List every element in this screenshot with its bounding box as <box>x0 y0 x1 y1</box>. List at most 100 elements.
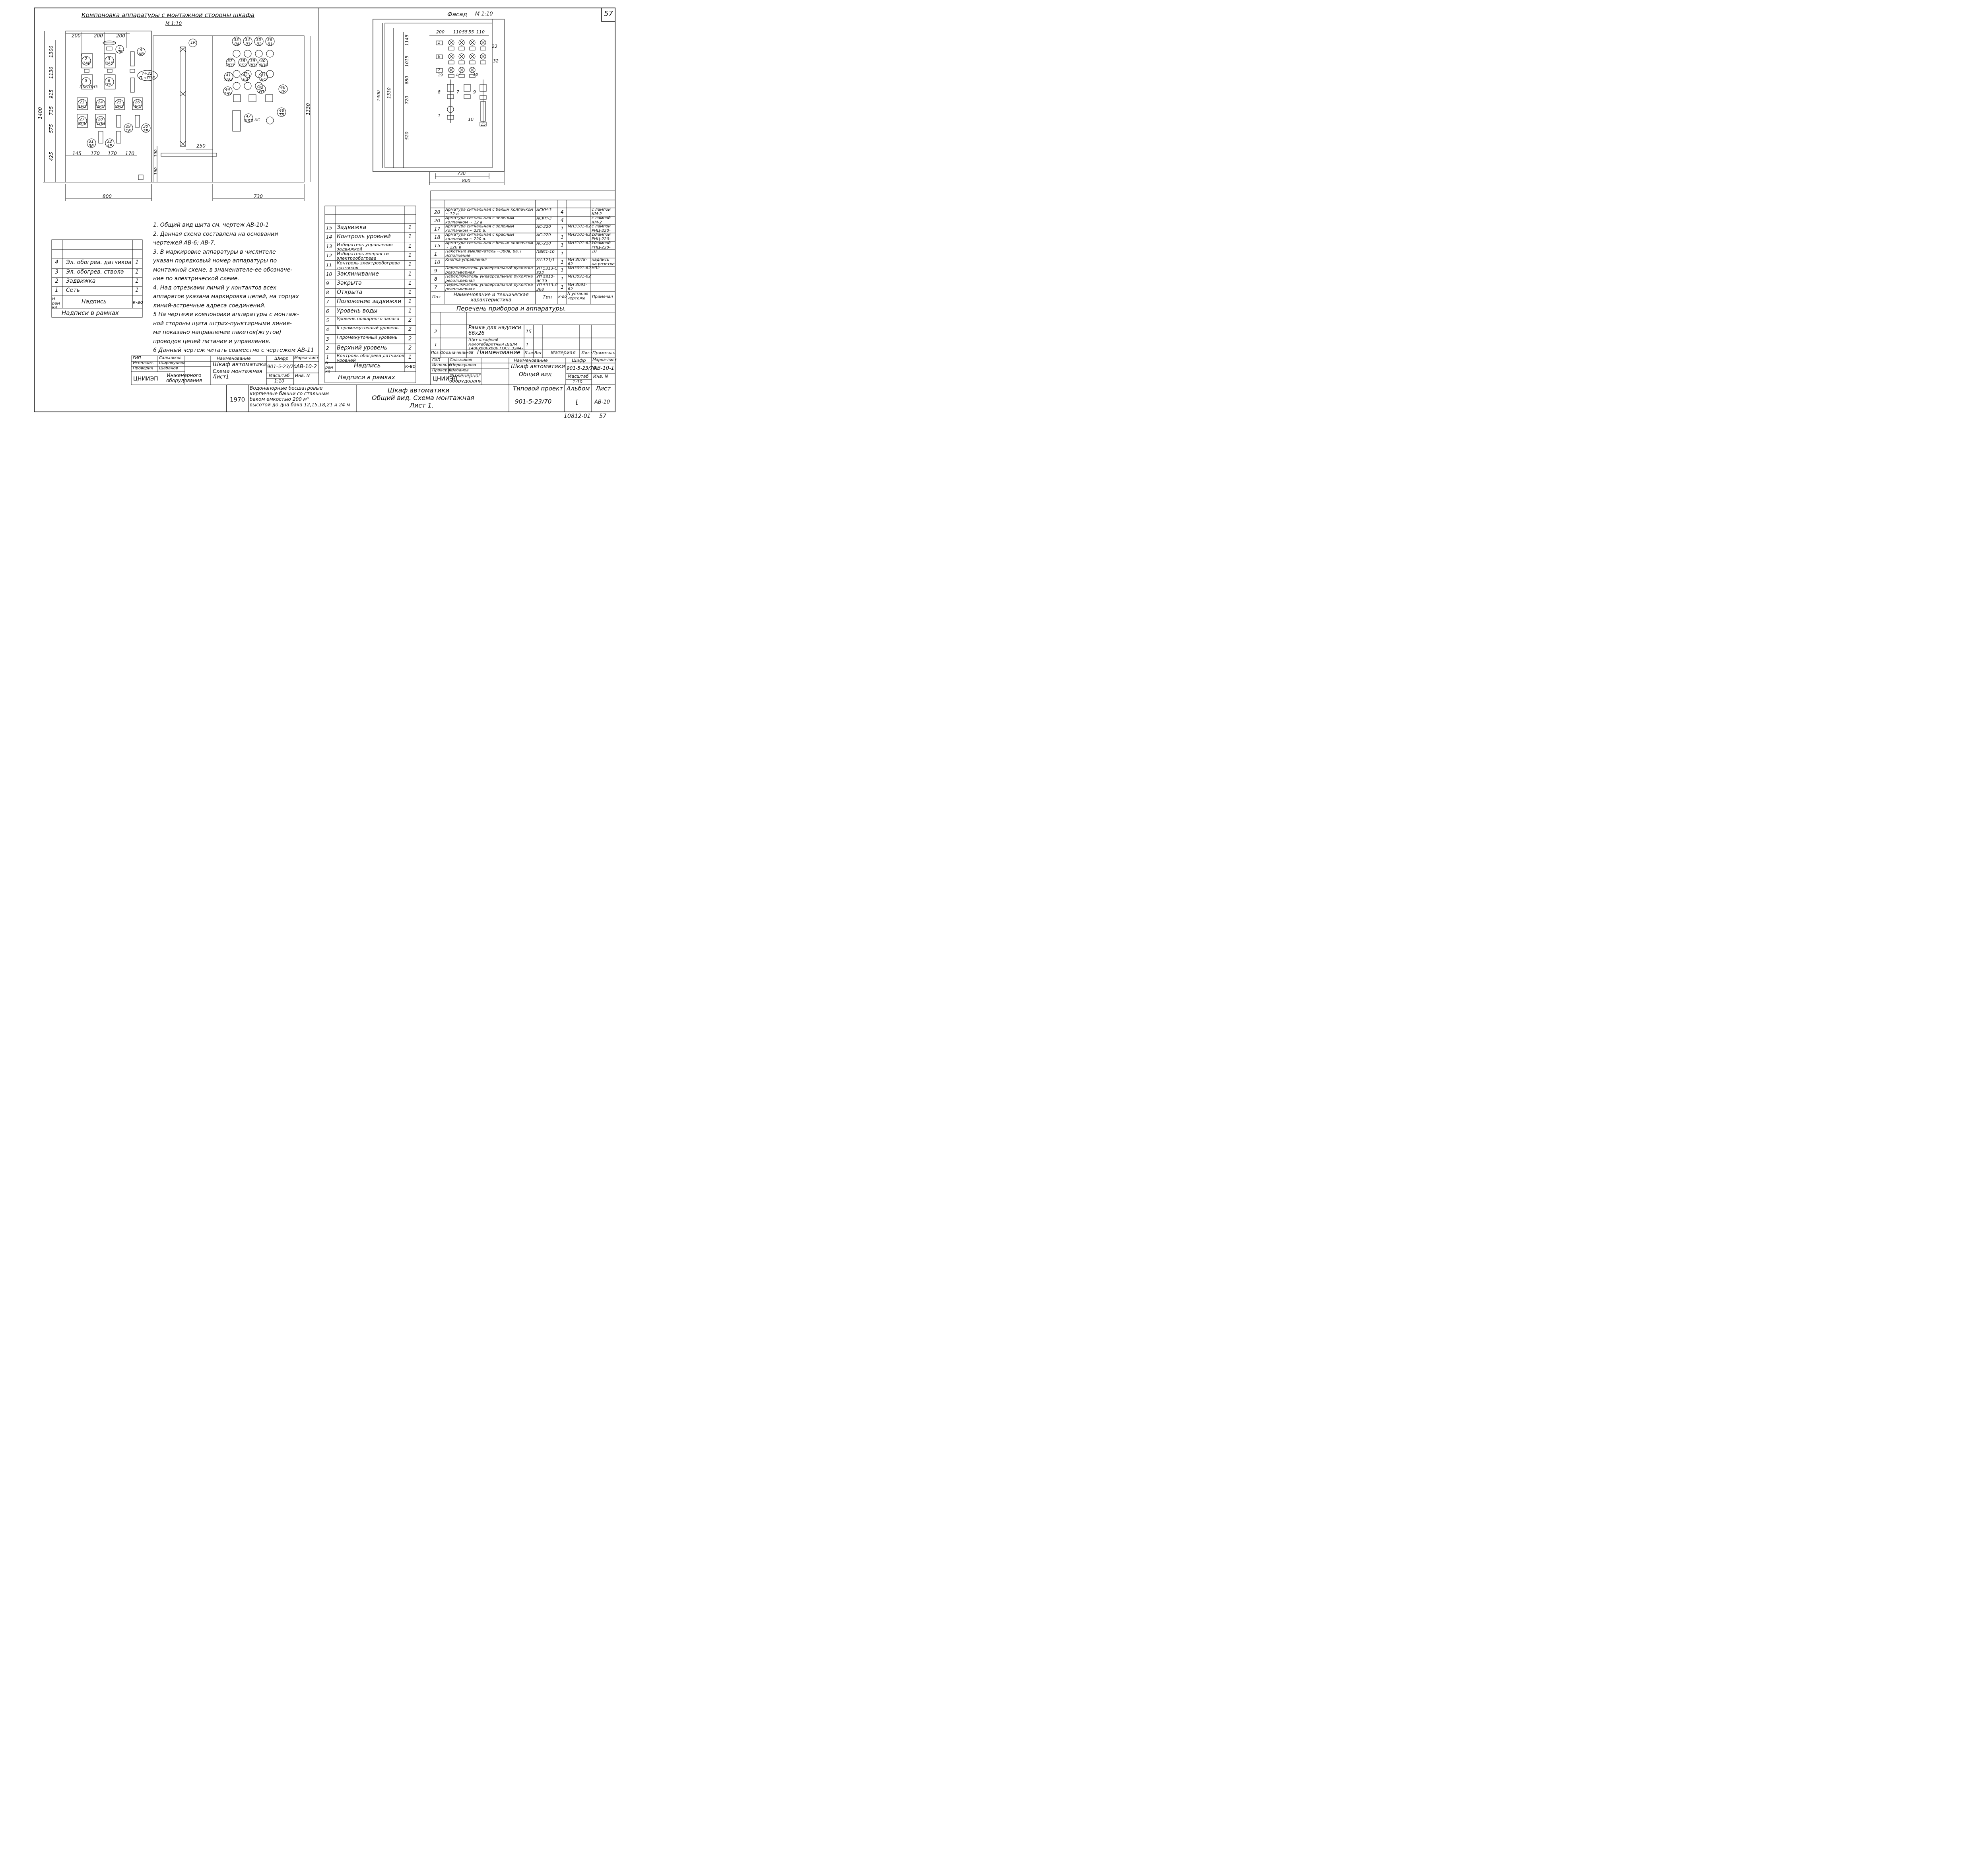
table-row-qty: 1 <box>408 299 412 305</box>
dim-left-5: 575 <box>49 124 54 133</box>
table-row-text: Верхний уровень <box>337 345 388 351</box>
table-row-n: 6 <box>326 309 329 314</box>
table-row-text: Открыта <box>337 289 363 295</box>
left-panel-drawing <box>43 31 311 201</box>
table-row-n: 15 <box>326 225 332 231</box>
facade-lbl-7b: 7 <box>456 89 459 95</box>
lbl-48sub: ТБ <box>279 113 284 117</box>
table-row-note: надпись на розетке НЗ2 <box>592 258 615 270</box>
table-row-qty: 1 <box>135 269 139 275</box>
table-row-text: Положение задвижки <box>337 299 402 305</box>
facade-dim-top-3: 55 <box>462 29 468 35</box>
lbl-29: 29 <box>126 124 131 129</box>
left-title: Компоновка аппаратуры с монтажной сторон… <box>82 12 254 19</box>
spec-header-material: Материал <box>551 350 576 355</box>
lbl-45: 45 <box>258 85 264 90</box>
dim-left-6: 425 <box>49 152 54 161</box>
lbl-2: 2 <box>85 57 87 61</box>
table-row-pos: 20 <box>434 210 441 215</box>
lbl-32sub: 4Р <box>107 144 112 148</box>
lbl-34sub: Л3 <box>245 42 250 47</box>
table-row-qty: 1 <box>561 285 564 290</box>
table-row-qty: 2 <box>408 336 412 342</box>
signal-lamp <box>458 67 465 73</box>
table-row-type: АСКН-3 <box>536 208 552 212</box>
lbl-47ext: КС <box>254 118 260 122</box>
table-row-type: КУ-121/3 <box>536 258 555 262</box>
facade-dim-inner-w: 730 <box>457 171 466 176</box>
page-number-box <box>601 8 615 22</box>
lbl-34: 34 <box>245 38 250 42</box>
facade-lbl-10: 10 <box>468 117 474 122</box>
table-row-type: АС-220 <box>536 225 551 229</box>
facade-dim-inner-h: 1330 <box>386 87 392 99</box>
signal-lamp <box>469 39 476 46</box>
note-line: указан порядковый номер аппаратуры по <box>153 258 277 264</box>
lbl-1sub: ЛВ <box>117 50 123 54</box>
lbl-6: 6 <box>108 79 111 83</box>
table-row-pos: 17 <box>434 227 441 232</box>
table-row-note: с лампой РНЦ-220-10 <box>592 233 611 245</box>
table-row-n: 13 <box>326 244 332 249</box>
table-header-n: N рам ки <box>325 361 334 374</box>
dim-top-3: 200 <box>116 33 125 39</box>
table-row-qty: 1 <box>561 268 564 273</box>
facade-dim-left-5: 520 <box>404 132 410 140</box>
table-row-text: Контроль уровней <box>337 234 391 240</box>
table-row-install: МН 3091-62 <box>568 283 587 291</box>
dim-overall-height: 1400 <box>37 107 43 119</box>
table-row-qty: 1 <box>408 234 412 240</box>
dim-250: 250 <box>196 143 206 149</box>
spec-header-pos: Поз. <box>431 351 440 355</box>
table-header-text: Надпись <box>354 363 381 369</box>
table-header-install: N установ чертежа <box>567 292 588 301</box>
lbl-36sub: Л1 <box>267 42 273 47</box>
table-row-n: 1 <box>326 355 329 360</box>
page-number: 57 <box>604 10 613 18</box>
facade-dim-left-2: 1015 <box>404 56 410 67</box>
dim-left-4: 735 <box>49 106 54 115</box>
lbl-27sub: РПН <box>78 122 87 126</box>
dim-top-1: 200 <box>72 33 81 39</box>
table-header-qty: к-во <box>133 300 143 305</box>
table-row-text: Избиратель мощности электрообогрева <box>337 251 389 261</box>
facade-dim-left-4: 720 <box>404 96 410 104</box>
table-header-n: Н рам ки <box>52 297 60 310</box>
table-row-qty: 1 <box>561 226 564 231</box>
table-row-qty: 4 <box>561 218 564 223</box>
table-row-install: МН3091-62 <box>568 275 591 279</box>
note-line: ми показано направление пакетов(жгутов) <box>153 329 282 336</box>
signal-lamp <box>469 53 476 60</box>
lbl-1k: 1К <box>190 41 196 45</box>
facade-dim-outer-h: 1400 <box>376 90 381 101</box>
lbl-43sub: ЛО <box>260 78 267 82</box>
footer-page: 57 <box>599 413 606 419</box>
dim-bot-2: 170 <box>91 151 100 156</box>
table-row-note: с лампой КМ-2 <box>592 208 611 216</box>
table-row-qty: 1 <box>561 251 564 256</box>
table-row-n: 3 <box>55 269 58 275</box>
dim-190: 190 <box>154 167 158 175</box>
spec-header-code: Обозначение <box>440 351 468 355</box>
table-row-note: с лампой КМ-2 <box>592 216 611 225</box>
dim-depth-height: 1330 <box>305 103 311 115</box>
lbl-48: 48 <box>279 109 284 113</box>
lbl-26: 26 <box>135 100 140 105</box>
table-row-n: 3 <box>326 336 329 342</box>
frames-mid-caption: Надписи в рамках <box>338 374 395 381</box>
table-row-n: 2 <box>55 278 58 284</box>
signal-lamp <box>480 53 486 60</box>
table-row-qty: 1 <box>408 262 412 268</box>
table-row-text: Задвижка <box>337 225 367 231</box>
lbl-47: 47 <box>246 115 251 119</box>
table-row-text: Уровень пожарного запаса <box>337 316 400 321</box>
devices-caption: Перечень приборов и аппаратуры. <box>456 305 566 312</box>
lbl-42: 42 <box>243 73 248 78</box>
signal-lamp <box>448 39 454 46</box>
facade-lbl-32: 32 <box>493 58 499 64</box>
table-row-n: 11 <box>326 262 332 268</box>
lbl-5ext: ПНЗ <box>89 85 98 89</box>
facade-lbl-1b: 1 <box>438 113 441 118</box>
dim-bot-3: 170 <box>108 151 117 156</box>
table-row-type: УП 5313-С 322 <box>536 267 557 275</box>
